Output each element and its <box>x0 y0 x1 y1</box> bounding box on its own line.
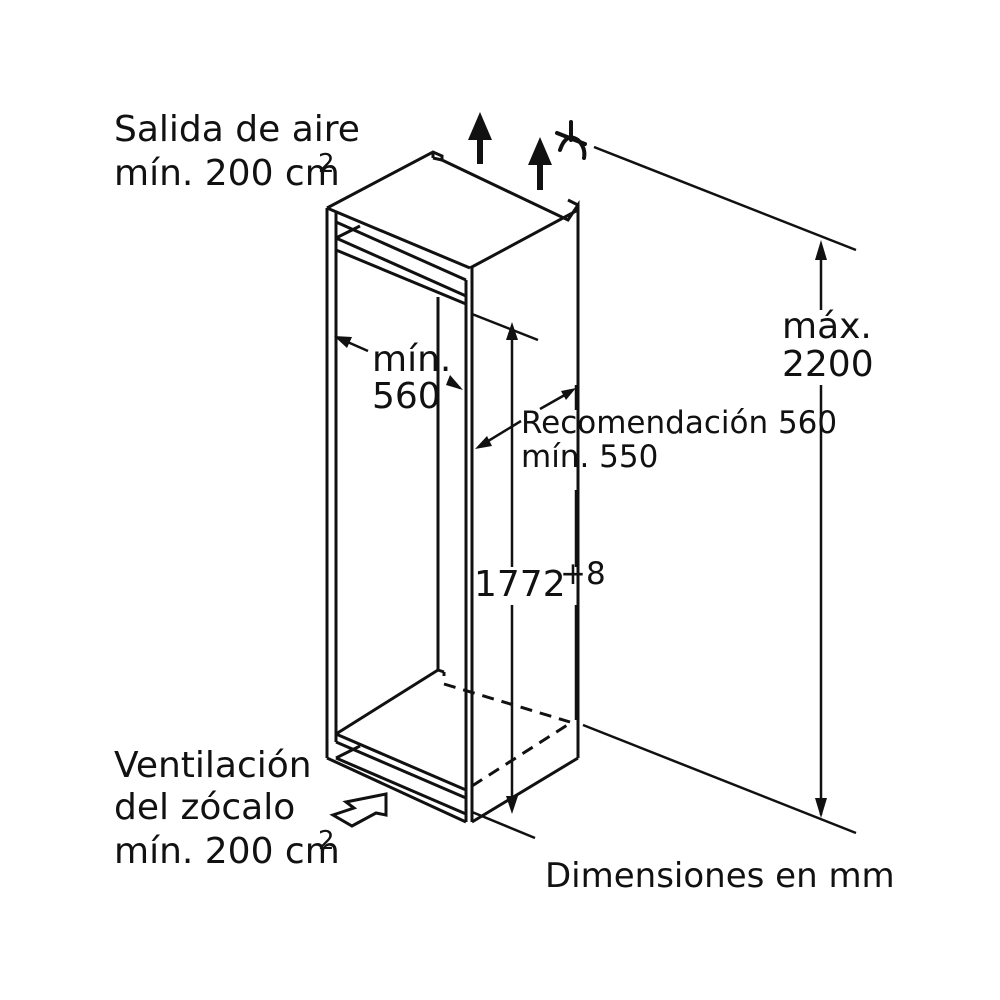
niche-floor <box>326 668 468 824</box>
max-height-label-line2: 2200 <box>782 344 874 385</box>
up-arrow-icon <box>528 137 552 165</box>
max-height-label-line1: máx. <box>782 306 872 347</box>
niche-front-right-edge <box>464 268 474 822</box>
hollow-arrow-icon <box>329 792 388 828</box>
niche-hidden-lines <box>443 682 573 788</box>
up-arrow-icon-shaft <box>537 163 543 190</box>
niche-top-panel <box>326 150 580 270</box>
niche-upper-crossbar <box>335 220 468 306</box>
niche-width-label-line2: 560 <box>372 376 441 417</box>
up-arrow-icon <box>468 112 492 140</box>
arrowheads <box>334 112 827 818</box>
up-arrow-icon-shaft <box>477 138 483 164</box>
plinth-ventilation-label-line1: Ventilación <box>114 745 312 786</box>
depth-dimension-lines <box>471 312 578 840</box>
niche-right-wall <box>471 210 580 824</box>
plinth-ventilation-label-line3: mín. 200 cm <box>114 831 340 872</box>
dimension-break-icon <box>555 120 587 160</box>
plinth-ventilation-superscript: 2 <box>318 826 335 856</box>
plinth-ventilation-label-line2: del zócalo <box>114 787 296 828</box>
niche-depth-label-line1: Recomendación 560 <box>521 405 838 441</box>
air-outlet-label-line2: mín. 200 cm <box>114 153 340 194</box>
niche-left-wall <box>325 208 338 758</box>
niche-height-value: 1772 <box>474 564 566 605</box>
max-height-dimension-lines <box>582 145 857 835</box>
niche-height-tolerance: +8 <box>560 556 606 592</box>
niche-width-label-line1: mín. <box>372 339 452 380</box>
air-outlet-label-line1: Salida de aire <box>114 109 360 150</box>
niche-depth-label-line2: mín. 550 <box>521 439 659 475</box>
units-note: Dimensiones en mm <box>545 856 895 896</box>
air-outlet-superscript: 2 <box>318 149 335 179</box>
